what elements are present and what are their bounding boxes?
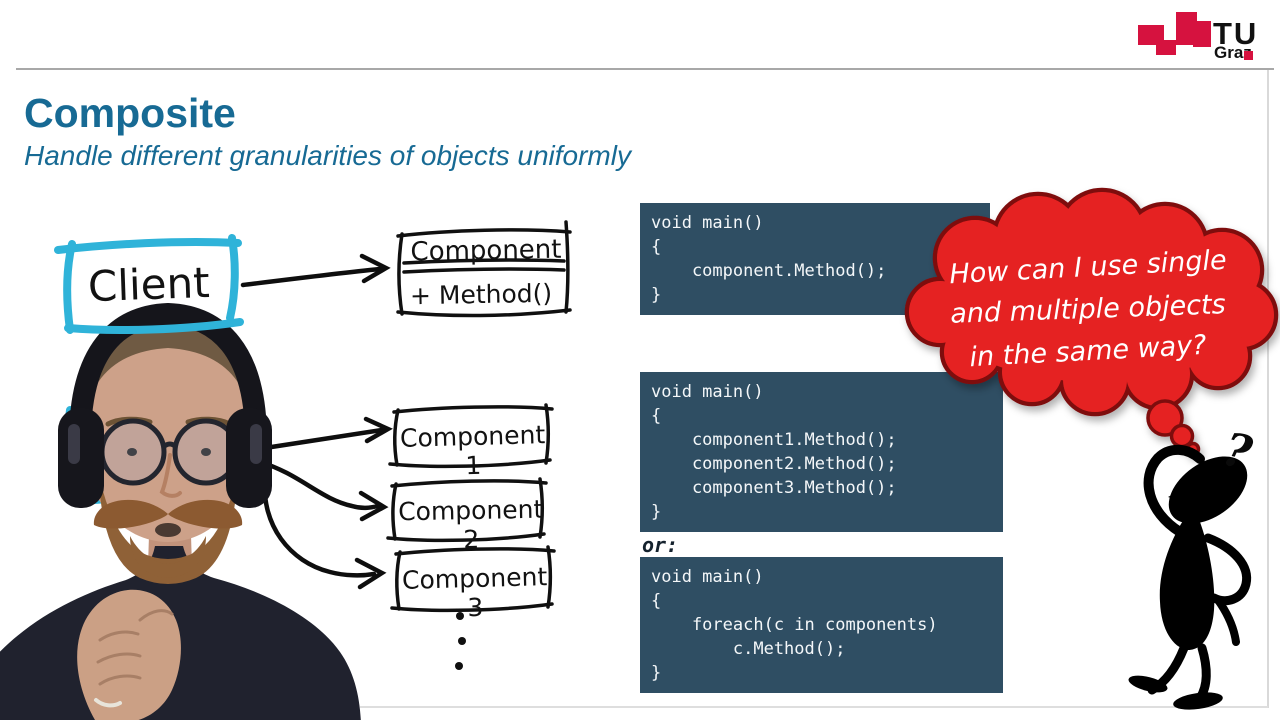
presenter-mustache — [93, 499, 243, 529]
code-line: void main() — [651, 567, 764, 587]
uml-component-box — [396, 220, 572, 318]
slide-title: Composite — [24, 90, 236, 136]
client-arrow — [240, 253, 391, 288]
code-line: void main() — [651, 382, 764, 402]
presenter-webcam-overlay — [0, 302, 361, 720]
code-line: component2.Method(); — [651, 454, 897, 474]
code-line: component3.Method(); — [651, 478, 897, 498]
headphones-band — [69, 302, 267, 451]
logo-text-graz: Graz — [1214, 43, 1252, 62]
code-line: { — [651, 406, 662, 426]
ellipsis-dots — [455, 612, 466, 670]
code-line: } — [651, 663, 662, 683]
presenter-chin-beard — [130, 536, 206, 578]
header-rule — [16, 68, 1274, 70]
tu-graz-logo — [1138, 12, 1211, 55]
stick-figure — [1128, 444, 1252, 710]
headphones-left-sheen — [68, 424, 80, 464]
logo-text-tu: TU — [1213, 16, 1259, 51]
presenter-ring — [94, 698, 122, 708]
thought-cloud — [904, 187, 1279, 457]
presenter-nose — [159, 453, 182, 498]
code-line: c.Method(); — [651, 639, 846, 659]
code-line: component1.Method(); — [651, 430, 897, 450]
presenter-hair — [86, 322, 250, 410]
code-line: { — [651, 591, 662, 611]
code-line: } — [651, 285, 662, 305]
headphones-right-sheen — [250, 424, 262, 464]
or-label: or: — [642, 533, 679, 557]
presenter-left-eye — [127, 448, 137, 456]
presenter-hand — [77, 589, 181, 720]
presenter-mouth — [155, 523, 181, 537]
client-box — [54, 234, 244, 334]
presenter-head — [82, 334, 254, 542]
presenter-beard — [98, 470, 238, 584]
logo-red-square — [1244, 51, 1253, 60]
code-line: } — [651, 502, 662, 522]
code-line: void main() — [651, 213, 764, 233]
code-line: foreach(c in components) — [651, 615, 938, 635]
code-line: { — [651, 237, 662, 257]
code-line: component.Method(); — [651, 261, 887, 281]
slide-subtitle: Handle different granularities of object… — [24, 140, 631, 171]
presenter-right-eye — [201, 448, 211, 456]
component-boxes — [386, 403, 556, 613]
code-block-foreach: void main() { foreach(c in components) c… — [640, 557, 1003, 693]
code-block-multiple: void main() { component1.Method(); compo… — [640, 372, 1003, 532]
